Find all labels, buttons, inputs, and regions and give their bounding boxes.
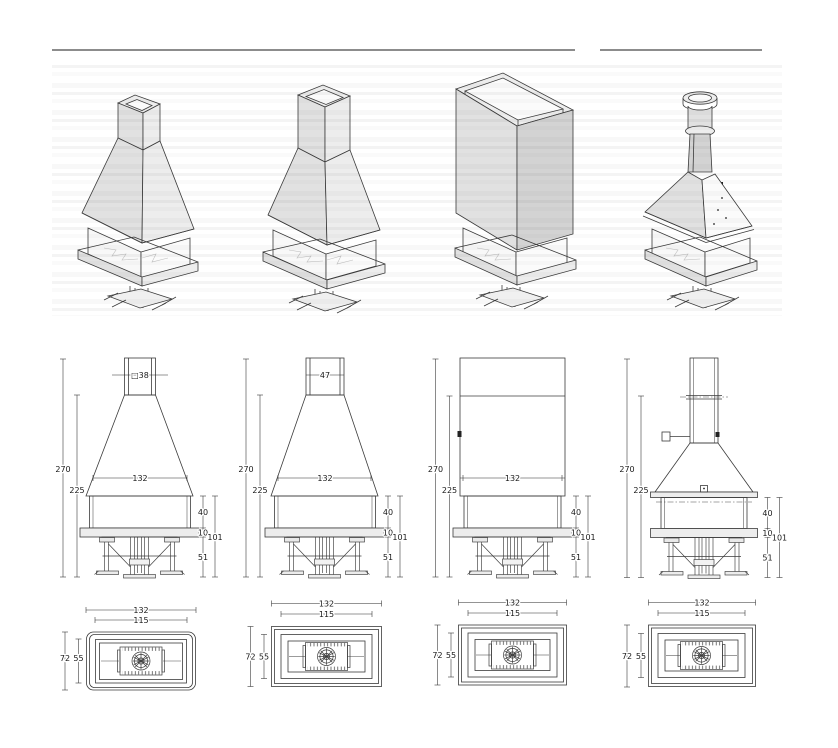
dim-slab-1: 10 [198, 529, 208, 538]
plan-dims-4 [624, 599, 756, 688]
plan-outer-width-1: 132 [133, 606, 148, 615]
flue-dim-label-1: □38 [131, 371, 149, 380]
dim-hood-height-1: 225 [69, 486, 84, 495]
dim-hood-width-1: 132 [132, 474, 147, 483]
plan-dims-2 [247, 600, 382, 687]
plan-frame-4 [657, 633, 746, 678]
dim-base-group-1: 101 [207, 533, 222, 542]
plan-worktop-1 [86, 631, 196, 691]
plan-grate-1 [117, 646, 165, 676]
dim-slab-4: 10 [762, 529, 772, 538]
dims-left-3 [432, 358, 453, 578]
plan-outer-depth-3: 72 [432, 651, 442, 660]
pedestal-4 [658, 537, 750, 579]
elevation-view-3: 270 225 132 40 10 101 51 [427, 357, 597, 579]
dim-firebox-3: 40 [571, 508, 581, 517]
dim-hood-width-3: 132 [505, 474, 520, 483]
plan-frame-2 [280, 634, 373, 679]
dims-right-3 [573, 495, 591, 578]
base-slab-2 [264, 527, 385, 538]
plan-inner-depth-2: 55 [259, 653, 269, 662]
dims-left-2 [243, 358, 263, 578]
plan-worktop-3 [458, 624, 567, 686]
dim-hood-height-2: 225 [252, 486, 267, 495]
dim-firebox-4: 40 [762, 509, 772, 518]
dim-total-height-1: 270 [55, 465, 70, 474]
hood-2 [270, 394, 379, 497]
dim-firebox-2: 40 [383, 508, 393, 517]
dims-right-4 [764, 497, 783, 578]
firebox-2 [274, 495, 376, 529]
dim-base-group-2: 101 [392, 533, 407, 542]
dim-hood-width-2: 132 [317, 474, 332, 483]
hood-4 [654, 442, 754, 493]
flue-dim-label-2: 47 [320, 371, 330, 380]
dims-right-2 [385, 495, 403, 578]
chimney-pipe-4 [689, 357, 719, 444]
elevation-view-1: 270 225 □38 132 40 10 101 51 [54, 357, 224, 579]
plan-worktop-4 [648, 624, 756, 687]
dim-pedestal-3: 51 [571, 553, 581, 562]
damper-bracket-4 [661, 431, 671, 442]
plan-outer-width-2: 132 [319, 600, 334, 609]
plan-outer-depth-4: 72 [622, 652, 632, 661]
dim-firebox-1: 40 [198, 508, 208, 517]
elevation-view-2: 270 225 47 132 40 10 101 51 [237, 357, 409, 579]
plan-view-3: 132 115 72 55 [431, 597, 567, 686]
plan-inner-depth-3: 55 [446, 651, 456, 660]
plan-worktop-2 [271, 626, 382, 687]
plan-view-2: 132 115 72 55 [244, 598, 382, 687]
plan-grate-4 [677, 641, 726, 670]
dims-left-4 [624, 358, 644, 578]
plan-dims-1 [62, 607, 197, 691]
dim-pedestal-1: 51 [198, 553, 208, 562]
firebox-3 [463, 495, 562, 529]
dim-total-height-4: 270 [619, 465, 634, 474]
dim-pedestal-2: 51 [383, 553, 393, 562]
plan-inner-width-2: 115 [319, 610, 334, 619]
plan-view-1: 132 115 72 55 [59, 605, 197, 691]
dims-left-1 [60, 358, 80, 578]
plan-grate-3 [488, 640, 537, 670]
plan-inner-width-1: 115 [133, 616, 148, 625]
dim-slab-2: 10 [383, 529, 393, 538]
firebox-1 [89, 495, 191, 529]
dim-hood-height-3: 225 [442, 486, 457, 495]
plan-outer-depth-1: 72 [60, 654, 70, 663]
pedestal-3 [467, 536, 558, 579]
base-slab-3 [452, 527, 573, 538]
base-slab-1 [79, 527, 200, 538]
plan-outer-width-3: 132 [505, 599, 520, 608]
plan-inner-width-4: 115 [694, 609, 709, 618]
plan-view-4: 132 115 72 55 [621, 597, 756, 688]
dim-total-height-3: 270 [428, 465, 443, 474]
pedestal-1 [94, 536, 185, 579]
elevation-view-4: 270 225 40 10 101 51 [618, 357, 788, 579]
plan-grate-2 [302, 642, 351, 671]
base-slab-4 [650, 528, 758, 538]
dims-right-1 [200, 495, 218, 578]
plan-dims-3 [434, 599, 567, 686]
dim-total-height-2: 270 [238, 465, 253, 474]
dim-base-group-3: 101 [580, 533, 595, 542]
plan-inner-depth-4: 55 [636, 652, 646, 661]
plan-frame-3 [467, 632, 558, 678]
plan-outer-depth-2: 72 [245, 653, 255, 662]
hood-flange-4 [650, 491, 758, 498]
dim-base-group-4: 101 [772, 534, 787, 543]
plan-frame-1 [95, 639, 187, 684]
pedestal-2 [279, 536, 370, 579]
dim-pedestal-4: 51 [762, 554, 772, 563]
hood-1 [85, 394, 194, 497]
dim-hood-height-4: 225 [633, 486, 648, 495]
plan-outer-width-4: 132 [694, 599, 709, 608]
dim-slab-3: 10 [571, 529, 581, 538]
scan-banding-overlay [52, 64, 782, 316]
plan-inner-depth-1: 55 [73, 654, 83, 663]
plan-inner-width-3: 115 [505, 609, 520, 618]
